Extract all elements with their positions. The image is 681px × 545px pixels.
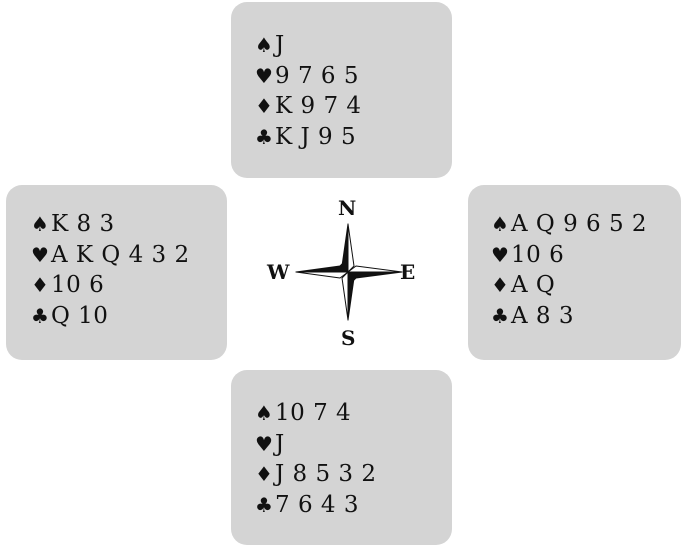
heart-icon: ♥ [255,431,273,456]
north-hearts-row: ♥ 9 7 6 5 [255,61,452,92]
south-spades-row: ♠ 10 7 4 [255,398,452,429]
south-spades-cards: 10 7 4 [275,400,352,427]
compass-west-label: W [267,260,290,284]
north-spades-cards: J [275,32,285,59]
south-diamonds-cards: J 8 5 3 2 [275,461,377,488]
diamond-icon: ♦ [255,94,273,119]
east-hearts-cards: 10 6 [511,241,565,268]
compass-rose-icon [295,223,403,321]
east-hearts-row: ♥ 10 6 [491,240,681,271]
west-diamonds-cards: 10 6 [51,272,105,299]
heart-icon: ♥ [255,63,273,88]
south-hearts-row: ♥ J [255,429,452,460]
club-icon: ♣ [255,492,273,517]
club-icon: ♣ [255,124,273,149]
east-spades-row: ♠ A Q 9 6 5 2 [491,209,681,240]
east-hand: ♠ A Q 9 6 5 2 ♥ 10 6 ♦ A Q ♣ A 8 3 [468,185,681,360]
east-clubs-cards: A 8 3 [511,302,574,329]
club-icon: ♣ [491,303,509,328]
compass-north-label: N [338,196,357,220]
west-hearts-row: ♥ A K Q 4 3 2 [31,240,227,271]
north-diamonds-row: ♦ K 9 7 4 [255,91,452,122]
diamond-icon: ♦ [255,462,273,487]
south-clubs-row: ♣ 7 6 4 3 [255,490,452,521]
spade-icon: ♠ [31,212,49,237]
west-diamonds-row: ♦ 10 6 [31,270,227,301]
east-spades-cards: A Q 9 6 5 2 [511,211,648,238]
spade-icon: ♠ [255,401,273,426]
north-hearts-cards: 9 7 6 5 [275,62,359,89]
east-diamonds-row: ♦ A Q [491,270,681,301]
south-diamonds-row: ♦ J 8 5 3 2 [255,459,452,490]
east-diamonds-cards: A Q [511,272,556,299]
south-hand: ♠ 10 7 4 ♥ J ♦ J 8 5 3 2 ♣ 7 6 4 3 [231,370,452,545]
north-clubs-row: ♣ K J 9 5 [255,122,452,153]
north-clubs-cards: K J 9 5 [275,123,357,150]
west-hearts-cards: A K Q 4 3 2 [51,241,190,268]
west-spades-cards: K 8 3 [51,211,115,238]
compass-east-label: E [400,260,416,284]
heart-icon: ♥ [491,242,509,267]
west-spades-row: ♠ K 8 3 [31,209,227,240]
north-hand: ♠ J ♥ 9 7 6 5 ♦ K 9 7 4 ♣ K J 9 5 [231,2,452,178]
diamond-icon: ♦ [491,273,509,298]
north-diamonds-cards: K 9 7 4 [275,93,362,120]
south-clubs-cards: 7 6 4 3 [275,491,359,518]
diamond-icon: ♦ [31,273,49,298]
club-icon: ♣ [31,303,49,328]
spade-icon: ♠ [491,212,509,237]
west-clubs-row: ♣ Q 10 [31,301,227,332]
west-clubs-cards: Q 10 [51,302,109,329]
heart-icon: ♥ [31,242,49,267]
compass-south-label: S [341,326,356,350]
north-spades-row: ♠ J [255,30,452,61]
east-clubs-row: ♣ A 8 3 [491,301,681,332]
west-hand: ♠ K 8 3 ♥ A K Q 4 3 2 ♦ 10 6 ♣ Q 10 [6,185,227,360]
spade-icon: ♠ [255,33,273,58]
south-hearts-cards: J [275,430,285,457]
